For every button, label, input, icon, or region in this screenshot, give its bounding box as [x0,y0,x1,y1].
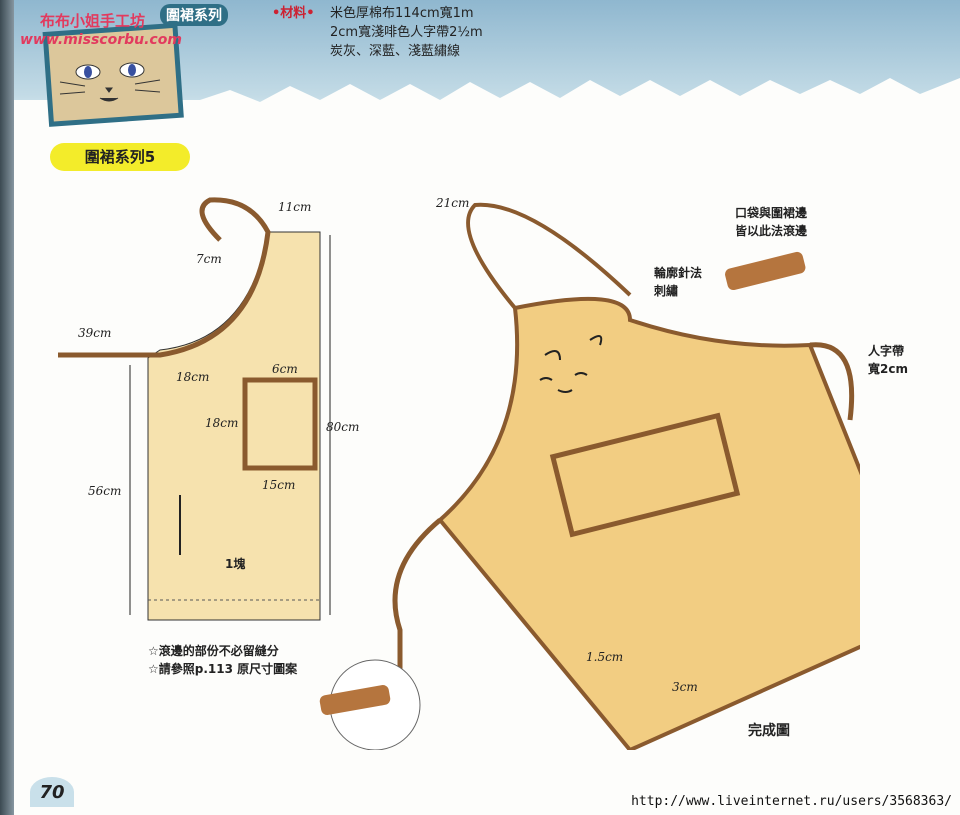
finished-apron-illustration [319,202,860,750]
note-line: 皆以此法滾邊 [735,224,808,238]
series-badge: 圍裙系列 [160,4,228,26]
note-line: 刺繡 [654,284,679,298]
note-line: 口袋與圍裙邊 [735,206,808,220]
label-pocket-height: 18cm [205,416,239,430]
finished-caption: 完成圖 [748,723,790,739]
brand-url: www.misscorbu.com [20,32,182,48]
zigzag-edge [0,78,960,120]
material-item: 2cm寬淺啡色人字帶2½m [330,25,483,40]
label-lower-height: 56cm [88,484,122,498]
embroidery-note: 輪廓針法 刺繡 [654,264,702,300]
pattern-diagram [58,197,331,621]
source-url: http://www.liveinternet.ru/users/3568363… [631,794,952,809]
materials-label: •材料• [272,6,315,21]
section-title: 圍裙系列5 [50,143,190,171]
tape-note: 人字帶 寬2cm [868,342,908,378]
label-neck: 7cm [196,252,222,266]
label-pocket-left: 18cm [176,370,210,384]
label-tie: 39cm [78,326,112,340]
note-line: 寬2cm [868,362,908,376]
label-piece-count: 1塊 [225,557,246,571]
label-hem-fold: 1.5cm [586,650,624,664]
label-neck-strap: 21cm [436,196,470,210]
note: ☆請參照p.113 原尺寸圖案 [148,662,298,676]
label-pocket-top: 6cm [272,362,298,376]
materials-list: 米色厚棉布114cm寬1m 2cm寬淺啡色人字帶2½m 炭灰、深藍、淺藍繡線 [330,4,483,61]
binding-note: 口袋與圍裙邊 皆以此法滾邊 [735,204,807,240]
label-total-height: 80cm [326,420,360,434]
note: ☆滾邊的部份不必留縫分 [148,644,279,658]
label-hem: 3cm [672,680,698,694]
brand-name: 布布小姐手工坊 [40,12,146,30]
pattern-notes: ☆滾邊的部份不必留縫分 ☆請參照p.113 原尺寸圖案 [148,642,297,678]
material-item: 炭灰、深藍、淺藍繡線 [330,44,461,59]
cat-logo-illustration [42,22,184,127]
note-line: 人字帶 [868,344,905,358]
material-item: 米色厚棉布114cm寬1m [330,6,474,21]
label-strap: 11cm [278,200,312,214]
note-line: 輪廓針法 [654,266,703,280]
book-spine [0,0,14,815]
page-number: 70 [30,777,74,807]
label-pocket-width: 15cm [262,478,296,492]
